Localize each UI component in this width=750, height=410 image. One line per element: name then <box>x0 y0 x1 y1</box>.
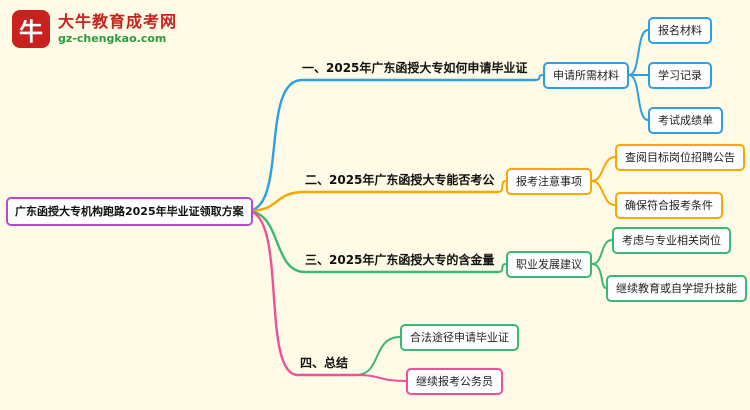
mindmap-leaf: 学习记录 <box>648 62 712 89</box>
root-node: 广东函授大专机构跑路2025年毕业证领取方案 <box>6 197 253 226</box>
link-sub3-leaf1 <box>591 239 613 265</box>
mindmap-leaf: 合法途径申请毕业证 <box>400 324 519 351</box>
mindmap-leaf: 继续报考公务员 <box>406 368 503 395</box>
mindmap-leaf: 确保符合报考条件 <box>615 192 723 219</box>
logo-url: gz-chengkao.com <box>58 32 167 45</box>
link-sub1-leaf3 <box>628 74 649 121</box>
branch2-sub-node: 报考注意事项 <box>506 168 592 195</box>
mindmap-leaf: 考虑与专业相关岗位 <box>612 227 731 254</box>
logo-icon: 牛 <box>12 10 50 48</box>
mindmap-leaf: 继续教育或自学提升技能 <box>606 275 747 302</box>
mindmap-leaf: 查阅目标岗位招聘公告 <box>615 144 745 171</box>
link-root-branch3 <box>245 209 500 274</box>
link-branch1-sub <box>534 74 544 81</box>
branch3-label: 三、2025年广东函授大专的含金量 <box>305 253 495 267</box>
mindmap-leaf: 考试成绩单 <box>648 107 723 134</box>
site-logo[interactable]: 牛 大牛教育成考网 gz-chengkao.com <box>12 10 177 48</box>
branch2-label: 二、2025年广东函授大专能否考公 <box>305 173 495 187</box>
branch4-label: 四、总结 <box>300 356 349 370</box>
link-root-branch4 <box>245 209 358 377</box>
link-branch4-leaf2 <box>355 374 407 382</box>
logo-text-block: 大牛教育成考网 gz-chengkao.com <box>58 12 177 46</box>
branch1-label: 一、2025年广东函授大专如何申请毕业证 <box>302 61 528 75</box>
link-branch3-sub <box>497 263 507 273</box>
link-sub1-leaf1 <box>628 29 649 76</box>
link-branch2-sub <box>497 180 507 193</box>
link-sub3-leaf2 <box>591 263 607 289</box>
link-sub2-leaf1 <box>591 156 616 182</box>
logo-title: 大牛教育成考网 <box>58 12 178 31</box>
link-branch4-leaf1 <box>355 336 401 376</box>
branch1-sub-node: 申请所需材料 <box>543 62 629 89</box>
link-root-branch1 <box>245 78 537 213</box>
branch3-sub-node: 职业发展建议 <box>506 251 592 278</box>
link-root-branch2 <box>245 190 500 213</box>
mindmap-leaf: 报名材料 <box>648 17 712 44</box>
link-sub2-leaf2 <box>591 180 616 206</box>
